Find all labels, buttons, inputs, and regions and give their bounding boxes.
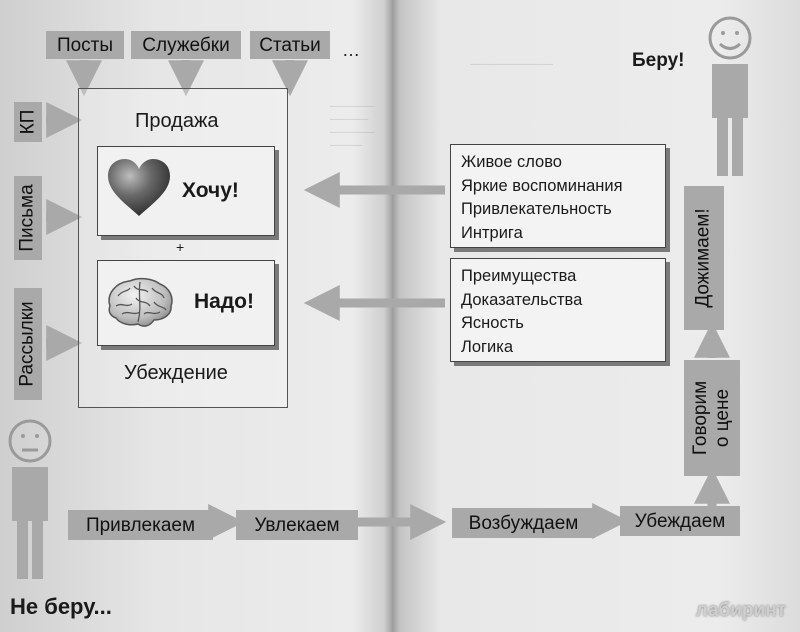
source-posts: Посты [46, 31, 124, 59]
source-letters-label: Письма [17, 184, 38, 252]
step-attract: Привлекаем [68, 510, 213, 540]
step-persuade: Убеждаем [620, 506, 740, 536]
logic-item: Доказательства [461, 290, 583, 309]
source-kp: КП [14, 102, 42, 142]
step-engage: Увлекаем [236, 510, 358, 540]
end-caption: Беру! [632, 50, 685, 71]
emotion-item: Интрига [461, 223, 523, 242]
sad-person-figure [8, 419, 52, 579]
source-mailings-label: Рассылки [17, 301, 38, 387]
logic-item: Логика [461, 337, 513, 356]
logic-item: Преимущества [461, 267, 577, 285]
start-caption: Не беру... [10, 594, 112, 619]
source-articles: Статьи [250, 31, 330, 59]
source-kp-label: КП [16, 109, 38, 135]
source-mailings: Рассылки [14, 288, 42, 400]
heart-icon [108, 159, 170, 216]
book-gutter [384, 0, 400, 632]
sales-frame [78, 88, 288, 408]
plus-sign: + [176, 239, 185, 255]
step-price-talk: Говорим о цене [684, 360, 740, 476]
brain-icon [108, 277, 173, 327]
frame-top-label: Продажа [135, 110, 219, 132]
emotion-item: Живое слово [461, 153, 562, 171]
sources-ellipsis: … [342, 40, 360, 60]
step-excite: Возбуждаем [452, 508, 595, 538]
source-letters: Письма [14, 176, 42, 260]
emotion-word: Хочу! [182, 179, 239, 202]
watermark-logo: лабиринт [695, 600, 786, 621]
logic-list: Преимущества Доказательства Ясность Логи… [450, 258, 666, 362]
bleed-through-text: ───────────── [470, 59, 553, 69]
logic-item: Ясность [461, 314, 524, 332]
emotion-item: Привлекательность [461, 200, 612, 218]
frame-bottom-label: Убеждение [124, 362, 228, 384]
step-close: Дожимаем! [684, 186, 724, 330]
bleed-through-text: ───────────────────────── [330, 101, 375, 150]
emotion-item: Яркие воспоминания [461, 176, 623, 195]
emotion-list: Живое слово Яркие воспоминания Привлекат… [450, 144, 666, 248]
step-price-talk-label: Говорим о цене [690, 380, 733, 456]
logic-word: Надо! [194, 290, 254, 313]
step-close-label: Дожимаем! [693, 208, 715, 308]
source-memos: Служебки [131, 31, 241, 59]
happy-person-figure [708, 16, 752, 176]
